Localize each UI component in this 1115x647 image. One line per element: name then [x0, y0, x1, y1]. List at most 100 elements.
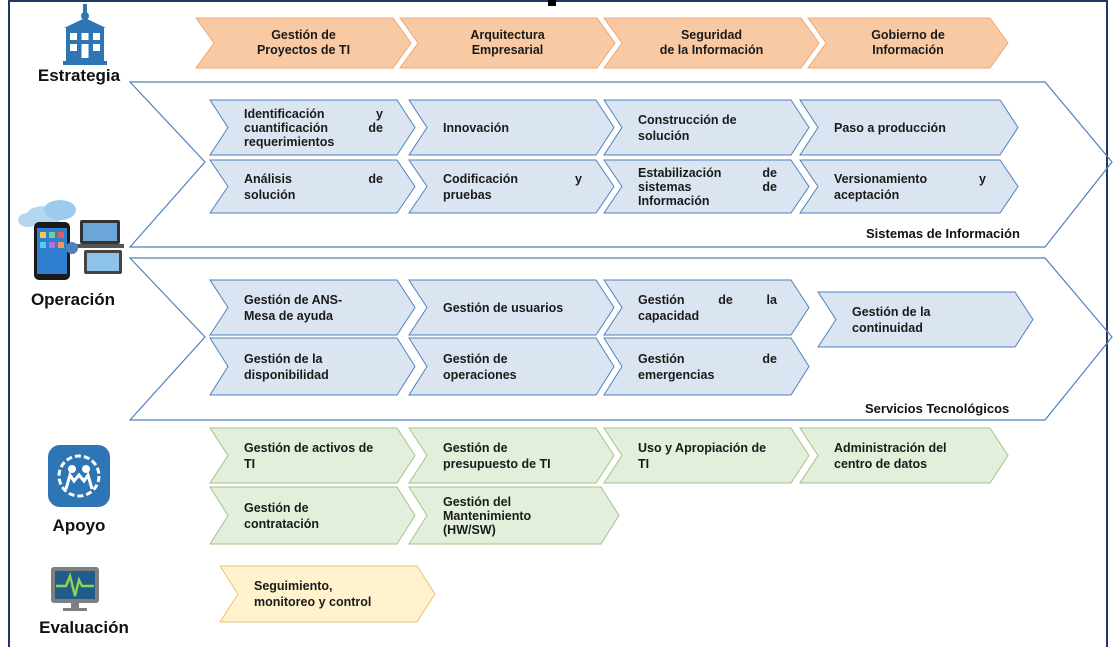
chevron-polygon [799, 427, 1009, 484]
chevron-line: Seguimiento, [254, 578, 403, 594]
chevron-line: Gestión de [443, 440, 582, 456]
chevron-line: TI [638, 456, 777, 472]
chevron-polygon [408, 337, 615, 396]
chevron-shape [209, 337, 416, 396]
category-apoyo: Apoyo [52, 516, 106, 535]
chevron-line: Gestión de [443, 351, 582, 367]
chevron-polygon [408, 427, 615, 484]
chevron-word: de [368, 120, 383, 135]
chevron-word: Identificación [244, 106, 325, 121]
chevron-line: presupuesto de TI [443, 456, 582, 472]
chevron-line: Gestión de [244, 500, 383, 516]
chevron-line: Proyectos de TI [256, 43, 351, 57]
chevron-polygon [209, 99, 416, 156]
chevron-word: Gestión de la [244, 351, 323, 366]
chevron-shape [408, 427, 615, 484]
chevron-line: Gestión de [271, 28, 336, 42]
chevron-shape [799, 427, 1009, 484]
chevron-line: Mantenimiento [443, 509, 587, 523]
chevron-polygon [408, 99, 615, 156]
chevron-word: Gestión de [443, 351, 508, 366]
chevron-line: disponibilidad [244, 367, 383, 383]
chevron-polygon [603, 99, 810, 156]
chevron-line: Uso y Apropiación de [638, 440, 777, 456]
sistemas-outline [128, 81, 1113, 248]
chevron-word: cuantificación [244, 120, 329, 135]
chevron-word: monitoreo y control [254, 595, 372, 609]
chevron-line: Información [872, 43, 944, 57]
chevron-word: Codificación [443, 171, 519, 186]
chevron-polygon [817, 291, 1034, 348]
chevron-shape [408, 279, 615, 336]
chevron-line: Identificación y [244, 107, 383, 121]
chevron-shape [603, 99, 810, 156]
chevron-shape [209, 279, 416, 336]
chevron-polygon [219, 565, 436, 623]
chevron-word: Gestión de activos de [244, 440, 374, 455]
chevron-shape [603, 159, 810, 214]
evaluacion-row1-item-1: Seguimiento,monitoreo y control [219, 565, 436, 623]
chevron-shape [408, 99, 615, 156]
chevron-line: solución [244, 187, 383, 203]
chevron-word: centro de datos [834, 456, 928, 471]
chevron-shape [799, 99, 1019, 156]
title-fragment [548, 0, 556, 6]
diagram-frame [8, 0, 1108, 647]
sistemas-label: Sistemas de Información [866, 226, 1020, 241]
chevron-text: Gestión de usuarios [443, 300, 582, 316]
chevron-word: TI [638, 456, 650, 471]
chevron-polygon [603, 159, 810, 214]
chevron-line: Empresarial [471, 43, 544, 57]
chevron-shape [603, 337, 810, 396]
chevron-word: de [718, 292, 733, 307]
chevron-shape [817, 291, 1034, 348]
chevron-line: Construcción de [638, 112, 777, 128]
chevron-polygon [603, 17, 820, 69]
chevron-word: y [376, 106, 383, 121]
chevron-word: de [368, 171, 383, 186]
chevron-word: de [762, 165, 777, 180]
chevron-polygon [399, 17, 616, 69]
chevron-polygon [799, 99, 1019, 156]
chevron-polygon [195, 17, 412, 69]
chevron-shape [219, 565, 436, 623]
chevron-line: continuidad [852, 320, 1001, 336]
chevron-word: Información [638, 193, 710, 208]
chevron-text: Seguimiento,monitoreo y control [254, 578, 403, 610]
chevron-word: Gestión [638, 292, 685, 307]
chevron-word: contratación [244, 516, 320, 531]
chevron-word: Gestión [638, 351, 685, 366]
chevron-text: Innovación [443, 120, 582, 136]
servicios-outline [128, 257, 1113, 421]
chevron-polygon [408, 159, 615, 214]
chevron-line: Gestión de ANS- [244, 292, 383, 308]
category-operacion: Operación [30, 290, 116, 309]
chevron-polygon [603, 279, 810, 336]
chevron-line: Gestión de activos de [244, 440, 383, 456]
chevron-shape [603, 427, 810, 484]
chevron-line: Mesa de ayuda [244, 308, 383, 324]
chevron-line: Información [638, 194, 777, 208]
chevron-line: Arquitectura [470, 28, 545, 42]
chevron-line: capacidad [638, 308, 777, 324]
chevron-word: Paso a producción [834, 120, 946, 135]
chevron-word: sistemas [638, 179, 692, 194]
